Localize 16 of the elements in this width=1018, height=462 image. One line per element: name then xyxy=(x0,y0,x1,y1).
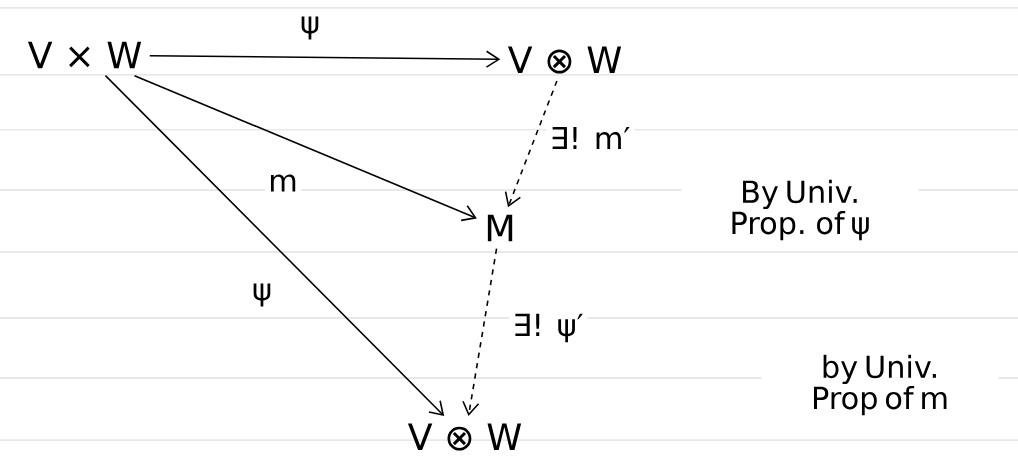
math-object: V × W xyxy=(27,41,142,69)
edge-label: ψ xyxy=(296,13,324,43)
arrow xyxy=(148,50,501,68)
edge-label: ∃! ψ′ xyxy=(508,310,588,346)
arrow xyxy=(462,247,498,417)
note: by Univ. Prop of m xyxy=(761,351,999,419)
edge-label: m xyxy=(264,170,302,195)
edge-label: ∃! m′ xyxy=(546,123,634,153)
math-object: V ⊗ W xyxy=(407,423,522,451)
math-object: M xyxy=(487,214,513,242)
arrow xyxy=(104,74,445,417)
arrow xyxy=(504,80,558,208)
math-object: V ⊗ W xyxy=(507,46,622,74)
note: By Univ. Prop. of ψ xyxy=(681,176,919,244)
edge-label: ψ xyxy=(248,280,276,310)
arrow xyxy=(133,74,477,222)
